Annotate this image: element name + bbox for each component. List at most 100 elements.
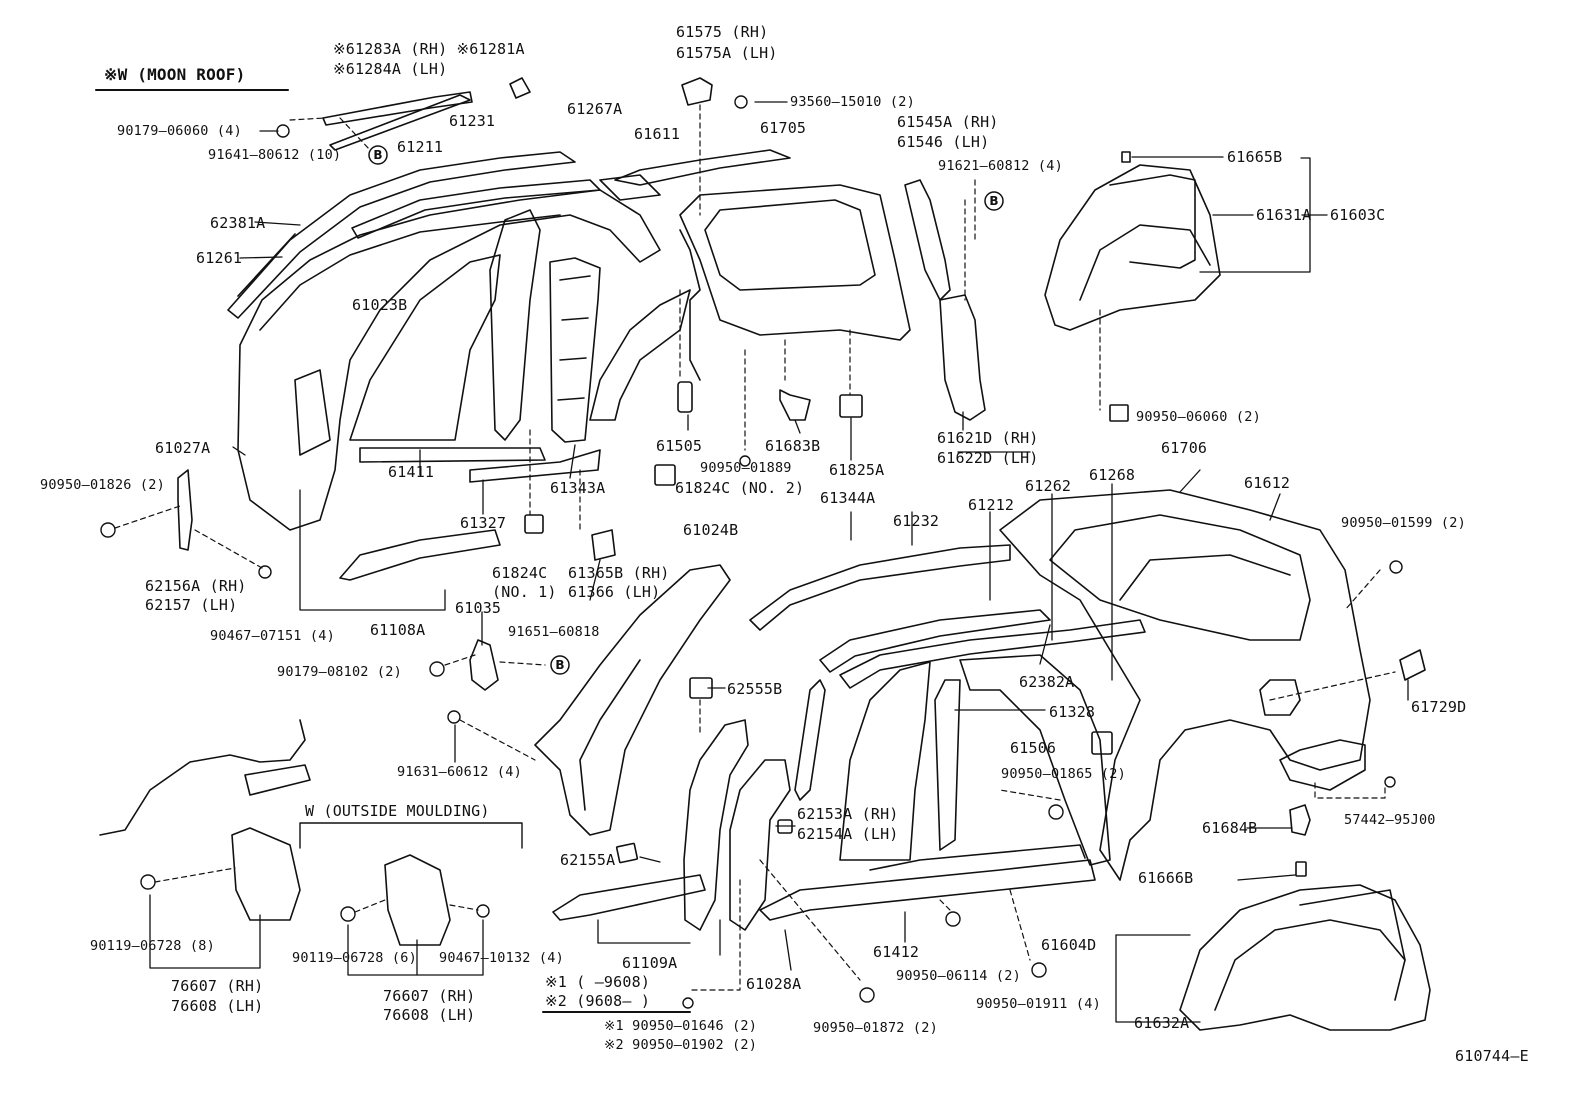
part-label: ※2 90950–01902 (2)	[604, 1037, 758, 1053]
part-label: 61232	[893, 512, 940, 530]
part-label: 62381A	[210, 214, 266, 232]
part-label: ※1 ( –9608)	[545, 973, 651, 991]
callout-b-3: B	[555, 658, 564, 672]
part-61281a-shape	[509, 77, 531, 99]
part-label: 61412	[873, 943, 920, 961]
part-label: 61729D	[1411, 698, 1467, 716]
part-label: 61545A (RH)	[897, 113, 999, 131]
part-label: 61706	[1161, 439, 1208, 457]
part-label: 61262	[1025, 477, 1072, 495]
part-label: 62153A (RH)	[797, 805, 899, 823]
part-label: 61267A	[567, 100, 623, 118]
moon-roof-heading: ※W (MOON ROOF)	[104, 65, 246, 84]
part-label: 61028A	[746, 975, 802, 993]
rocker-panel-drawing	[552, 677, 793, 921]
part-label: 90950–06060 (2)	[1136, 409, 1261, 425]
solid-leader-lines	[149, 101, 1409, 1023]
part-label: 62157 (LH)	[145, 596, 238, 614]
part-label: 61666B	[1138, 869, 1194, 887]
part-label: 61575A (LH)	[676, 44, 778, 62]
part-label: 90950–01865 (2)	[1001, 766, 1126, 782]
mudguard-right-shape	[384, 854, 451, 946]
part-label: 61505	[656, 437, 703, 455]
part-label: 61366 (LH)	[568, 583, 661, 601]
part-label: 76608 (LH)	[383, 1006, 476, 1024]
callout-b-1: B	[373, 148, 382, 162]
small-parts-drawing	[99, 77, 713, 946]
part-label: 90950–06114 (2)	[896, 968, 1021, 984]
part-label: 90179–08102 (2)	[277, 664, 402, 680]
lower-wheelhouse-drawing	[1179, 861, 1431, 1031]
part-label: 61035	[455, 599, 502, 617]
part-label: 90179–06060 (4)	[117, 123, 242, 139]
part-label: 90950–01826 (2)	[40, 477, 165, 493]
part-label: 90119–06728 (8)	[90, 938, 215, 954]
part-label: 61631A	[1256, 206, 1312, 224]
part-label: 61665B	[1227, 148, 1283, 166]
part-label: 61824C (NO. 2)	[675, 479, 805, 497]
part-label: 76607 (RH)	[383, 987, 476, 1005]
part-label: ※61284A (LH)	[333, 60, 448, 78]
part-label: 61411	[388, 463, 435, 481]
part-61283a-shape	[322, 91, 473, 126]
part-label: 61684B	[1202, 819, 1258, 837]
fender-outline-shape	[99, 719, 306, 836]
quarter-window-panel-drawing	[614, 149, 911, 486]
part-label: 61622D (LH)	[937, 449, 1039, 467]
part-61108a-shape	[339, 529, 501, 581]
part-label: 91651–60818	[508, 624, 600, 640]
part-label: 62555B	[727, 680, 783, 698]
rear-wheelhouse-drawing	[1044, 151, 1221, 422]
part-label: 61108A	[370, 621, 426, 639]
mudguard-left-shape	[231, 827, 301, 921]
outside-moulding-heading: W (OUTSIDE MOULDING)	[305, 802, 490, 820]
part-label: 90467–10132 (4)	[439, 950, 564, 966]
part-label: ※1 90950–01646 (2)	[604, 1018, 758, 1034]
part-label: 61575 (RH)	[676, 23, 769, 41]
part-label: 61231	[449, 112, 496, 130]
part-label: 61546 (LH)	[897, 133, 990, 151]
figure-id: 610744–E	[1455, 1047, 1529, 1065]
dashed-leader-lines	[114, 104, 1396, 991]
part-label: 90950–01872 (2)	[813, 1020, 938, 1036]
part-61365b-shape	[591, 529, 616, 561]
part-label: 62154A (LH)	[797, 825, 899, 843]
part-label: 90467–07151 (4)	[210, 628, 335, 644]
part-label: 61632A	[1134, 1014, 1190, 1032]
part-label: 61268	[1089, 466, 1136, 484]
part-label: 61109A	[622, 954, 678, 972]
part-label: 91631–60612 (4)	[397, 764, 522, 780]
part-label: 61365B (RH)	[568, 564, 670, 582]
part-61575-shape	[681, 77, 713, 106]
part-label: 62156A (RH)	[145, 577, 247, 595]
part-label: 61705	[760, 119, 807, 137]
part-label: 76608 (LH)	[171, 997, 264, 1015]
part-label: 61604D	[1041, 936, 1097, 954]
part-label: 90950–01599 (2)	[1341, 515, 1466, 531]
part-label: 61344A	[820, 489, 876, 507]
rear-side-panel-drawing	[534, 489, 1426, 931]
part-label: 61027A	[155, 439, 211, 457]
part-label: 90119–06728 (6)	[292, 950, 417, 966]
part-label: 91641–80612 (10)	[208, 147, 342, 163]
part-label: 62382A	[1019, 673, 1075, 691]
callout-b-2: B	[989, 194, 998, 208]
part-label: 61327	[460, 514, 507, 532]
front-side-panel-drawing	[227, 94, 691, 531]
fastener-symbols	[100, 95, 1403, 1009]
outside-moulding-bracket	[299, 822, 523, 849]
part-label: 61621D (RH)	[937, 429, 1039, 447]
part-label: 76607 (RH)	[171, 977, 264, 995]
part-label: 61611	[634, 125, 681, 143]
part-label: 61328	[1049, 703, 1096, 721]
part-label: 61612	[1244, 474, 1291, 492]
part-label: 61683B	[765, 437, 821, 455]
part-label: 61023B	[352, 296, 408, 314]
part-label: ※2 (9608– )	[545, 992, 651, 1010]
callout-b-symbols	[368, 145, 1004, 675]
part-label: 91621–60812 (4)	[938, 158, 1063, 174]
part-61035-shape	[469, 639, 499, 691]
part-62156a-shape	[177, 469, 193, 551]
part-label: 61603C	[1330, 206, 1386, 224]
part-label: 61506	[1010, 739, 1057, 757]
